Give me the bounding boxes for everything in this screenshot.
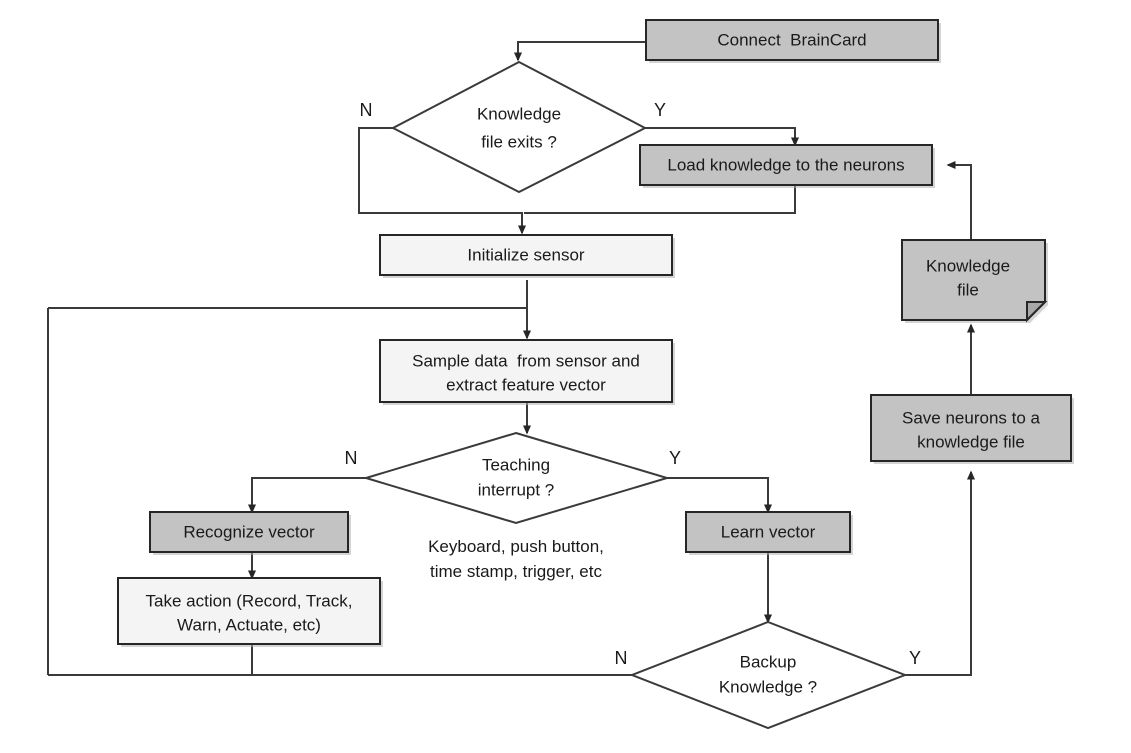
save-neurons-label-line2: knowledge file xyxy=(917,432,1025,451)
load-knowledge-label: Load knowledge to the neurons xyxy=(667,155,904,174)
save-neurons-box[interactable] xyxy=(870,394,1072,462)
branch-label-knowledge-yes: Y xyxy=(654,100,666,120)
backup-decision-label-line2: Knowledge ? xyxy=(719,677,817,696)
recognize-vector-box[interactable] xyxy=(149,511,349,553)
connector-connect-to-knowledge-decision xyxy=(514,41,646,62)
knowledge-decision-label-line2: file exits ? xyxy=(481,132,557,151)
sample-data-label-line2: extract feature vector xyxy=(446,375,606,394)
save-neurons-label-line1: Save neurons to a xyxy=(902,408,1041,427)
node-recognize-vector[interactable]: Recognize vector xyxy=(149,511,351,555)
node-sample-data[interactable]: Sample data from sensor and extract feat… xyxy=(379,339,675,405)
node-learn-vector[interactable]: Learn vector xyxy=(685,511,853,555)
connector-knowledge-yes-to-load xyxy=(645,127,799,147)
node-save-neurons[interactable]: Save neurons to a knowledge file xyxy=(870,394,1074,464)
node-knowledge-file-document[interactable]: Knowledge file xyxy=(901,239,1048,323)
teaching-sources-line2: time stamp, trigger, etc xyxy=(430,562,602,581)
connect-braincard-box[interactable] xyxy=(645,19,939,61)
take-action-label-line1: Take action (Record, Track, xyxy=(146,591,353,610)
branch-label-knowledge-no: N xyxy=(360,100,373,120)
backup-decision-diamond[interactable] xyxy=(629,620,908,730)
teaching-decision-diamond[interactable] xyxy=(362,431,671,525)
teaching-decision-label-line2: interrupt ? xyxy=(478,480,555,499)
learn-vector-box[interactable] xyxy=(685,511,851,553)
node-teaching-interrupt-decision[interactable]: Teaching interrupt ? xyxy=(362,431,671,525)
connector-knowledge-file-to-load xyxy=(946,161,972,240)
node-knowledge-file-exits-decision[interactable]: Knowledge file exits ? xyxy=(390,60,648,194)
connect-braincard-label: Connect BrainCard xyxy=(717,30,866,49)
connector-teaching-yes-to-learn xyxy=(667,477,772,514)
teaching-sources-note: Keyboard, push button, time stamp, trigg… xyxy=(428,537,604,581)
connector-layer xyxy=(47,41,975,676)
node-take-action[interactable]: Take action (Record, Track, Warn, Actuat… xyxy=(117,577,383,647)
connector-teaching-no-to-recognize xyxy=(248,477,366,514)
node-load-knowledge[interactable]: Load knowledge to the neurons xyxy=(639,144,935,188)
knowledge-file-label-line2: file xyxy=(957,280,979,299)
connector-backup-yes-to-save xyxy=(905,470,975,676)
teaching-sources-line1: Keyboard, push button, xyxy=(428,537,604,556)
knowledge-decision-label-line1: Knowledge xyxy=(477,104,561,123)
take-action-box[interactable] xyxy=(117,577,381,645)
initialize-sensor-box[interactable] xyxy=(379,234,673,276)
branch-label-teaching-yes: Y xyxy=(669,448,681,468)
backup-decision-label-line1: Backup xyxy=(740,652,797,671)
learn-vector-label: Learn vector xyxy=(721,522,816,541)
sample-data-box[interactable] xyxy=(379,339,673,403)
branch-label-backup-yes: Y xyxy=(909,648,921,668)
initialize-sensor-label: Initialize sensor xyxy=(467,245,585,264)
sample-data-label-line1: Sample data from sensor and xyxy=(412,351,640,370)
knowledge-decision-diamond[interactable] xyxy=(390,60,648,194)
knowledge-file-label-line1: Knowledge xyxy=(926,256,1010,275)
branch-label-backup-no: N xyxy=(615,648,628,668)
connector-knowledge-no-to-initialize xyxy=(358,127,526,235)
connector-load-to-initialize xyxy=(524,185,796,214)
node-initialize-sensor[interactable]: Initialize sensor xyxy=(379,234,675,278)
knowledge-file-fold-icon xyxy=(1026,301,1048,323)
branch-label-teaching-no: N xyxy=(345,448,358,468)
node-backup-knowledge-decision[interactable]: Backup Knowledge ? xyxy=(629,620,908,730)
recognize-vector-label: Recognize vector xyxy=(183,522,315,541)
load-knowledge-box[interactable] xyxy=(639,144,933,186)
node-connect-braincard[interactable]: Connect BrainCard xyxy=(645,19,941,63)
teaching-decision-label-line1: Teaching xyxy=(482,455,550,474)
take-action-label-line2: Warn, Actuate, etc) xyxy=(177,615,321,634)
